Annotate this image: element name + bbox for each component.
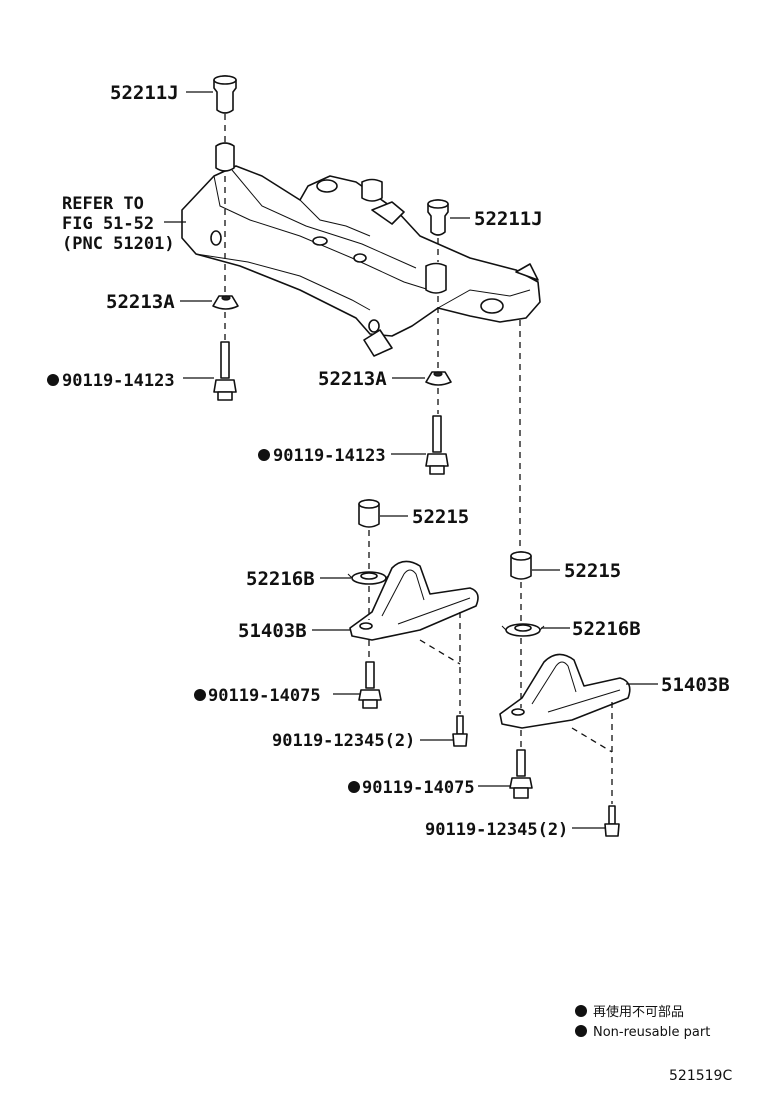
callout-52213a-right[interactable]: 52213A: [318, 368, 387, 390]
callout-52215-left[interactable]: 52215: [412, 506, 469, 528]
legend-jp: 再使用不可部品: [593, 1004, 684, 1020]
bushing-icon: [427, 199, 449, 236]
callout-52213a-left[interactable]: 52213A: [106, 291, 175, 313]
non-reusable-dot-icon: [47, 374, 59, 386]
callout-90119-14075-right[interactable]: 90119-14075: [362, 778, 475, 798]
callout-52216b-right[interactable]: 52216B: [572, 618, 641, 640]
diagram-code: 521519C: [669, 1068, 732, 1084]
non-reusable-dot-icon: [575, 1025, 587, 1037]
stopper-icon: [358, 499, 380, 528]
bolt-icon: [604, 805, 620, 837]
bolt-icon: [358, 661, 382, 709]
retainer-icon: [425, 371, 452, 386]
refer-line-3[interactable]: (PNC 51201): [62, 234, 175, 254]
non-reusable-dot-icon: [575, 1005, 587, 1017]
leader-lines: [164, 91, 658, 829]
non-reusable-dot-icon: [258, 449, 270, 461]
brace-icon: [499, 653, 631, 729]
non-reusable-dot-icon: [348, 781, 360, 793]
bolt-icon: [213, 341, 237, 401]
callout-90119-12345-right[interactable]: 90119-12345(2): [425, 820, 568, 840]
callout-52215-right[interactable]: 52215: [564, 560, 621, 582]
crossmember-drawing: [181, 142, 541, 357]
washer-icon: [347, 571, 391, 585]
retainer-icon: [212, 295, 239, 310]
legend-en: Non-reusable part: [593, 1025, 710, 1040]
bolt-icon: [509, 749, 533, 799]
callout-90119-14075-left[interactable]: 90119-14075: [208, 686, 321, 706]
callout-52211j-right[interactable]: 52211J: [474, 208, 543, 230]
callout-51403b-right[interactable]: 51403B: [661, 674, 730, 696]
washer-icon: [501, 623, 545, 637]
brace-icon: [349, 560, 479, 641]
refer-line-2[interactable]: FIG 51-52: [62, 214, 154, 234]
legend: 再使用不可部品 Non-reusable part: [575, 1004, 710, 1040]
callout-90119-12345-left[interactable]: 90119-12345(2): [272, 731, 415, 751]
bushing-icon: [213, 75, 237, 114]
callout-90119-14123-right[interactable]: 90119-14123: [273, 446, 386, 466]
callout-51403b-left[interactable]: 51403B: [238, 620, 307, 642]
callout-90119-14123-left[interactable]: 90119-14123: [62, 371, 175, 391]
assembly-lines: [224, 114, 613, 804]
non-reusable-dot-icon: [194, 689, 206, 701]
stopper-icon: [510, 551, 532, 580]
refer-line-1: REFER TO: [62, 194, 144, 214]
callout-52211j-left[interactable]: 52211J: [110, 82, 179, 104]
bolt-icon: [425, 415, 449, 475]
callout-52216b-left[interactable]: 52216B: [246, 568, 315, 590]
bolt-icon: [452, 715, 468, 747]
